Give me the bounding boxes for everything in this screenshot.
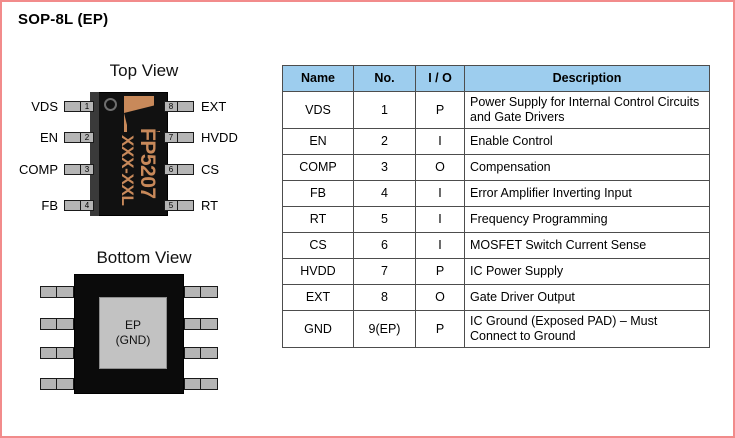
cell-name: FB xyxy=(282,180,354,207)
lead-number-1: 1 xyxy=(81,101,94,112)
cell-name: GND xyxy=(282,310,354,348)
table-row: CS 6 I MOSFET Switch Current Sense xyxy=(282,232,710,259)
bottom-lead-left-4 xyxy=(40,378,74,390)
exposed-pad-label: EP xyxy=(124,318,141,332)
cell-io: O xyxy=(415,154,465,181)
lead-number-5: 5 xyxy=(164,200,177,211)
cell-io: P xyxy=(415,91,465,129)
cell-no: 5 xyxy=(353,206,416,233)
page-title: SOP-8L (EP) xyxy=(18,11,109,28)
column-header-no: No. xyxy=(353,65,416,92)
lead-pin-1: 1 xyxy=(64,101,94,112)
lead-number-4: 4 xyxy=(81,200,94,211)
cell-name: EXT xyxy=(282,284,354,311)
cell-io: I xyxy=(415,232,465,259)
lead-pin-3: 3 xyxy=(64,164,94,175)
bottom-lead-right-2 xyxy=(184,318,218,330)
pin-label-en: EN xyxy=(39,130,58,145)
cell-no: 2 xyxy=(353,128,416,155)
cell-no: 9(EP) xyxy=(353,310,416,348)
cell-name: EN xyxy=(282,128,354,155)
table-row: HVDD 7 P IC Power Supply xyxy=(282,258,710,285)
cell-no: 4 xyxy=(353,180,416,207)
pin-label-cs: CS xyxy=(201,162,220,177)
lead-pin-5: 5 xyxy=(164,200,194,211)
top-view-diagram: Top View FP5207 XXX-XXL 1 2 3 4 VDS xyxy=(2,2,272,232)
bottom-lead-left-1 xyxy=(40,286,74,298)
lead-pin-2: 2 xyxy=(64,132,94,143)
cell-name: VDS xyxy=(282,91,354,129)
cell-name: COMP xyxy=(282,154,354,181)
pin-description-table: Name No. I / O Description VDS 1 P Power… xyxy=(282,65,710,348)
table-body: VDS 1 P Power Supply for Internal Contro… xyxy=(282,91,710,348)
cell-description: MOSFET Switch Current Sense xyxy=(464,232,710,259)
cell-io: I xyxy=(415,206,465,233)
table-row: RT 5 I Frequency Programming xyxy=(282,206,710,233)
cell-no: 8 xyxy=(353,284,416,311)
manufacturer-logo-icon xyxy=(124,96,160,132)
bottom-lead-right-4 xyxy=(184,378,218,390)
column-header-io: I / O xyxy=(415,65,465,92)
cell-description: Frequency Programming xyxy=(464,206,710,233)
column-header-description: Description xyxy=(464,65,710,92)
cell-io: P xyxy=(415,258,465,285)
cell-description: IC Power Supply xyxy=(464,258,710,285)
lead-number-3: 3 xyxy=(81,164,94,175)
exposed-pad: EP (GND) xyxy=(99,297,167,369)
lead-pin-8: 8 xyxy=(164,101,194,112)
cell-io: I xyxy=(415,180,465,207)
table-row: VDS 1 P Power Supply for Internal Contro… xyxy=(282,91,710,129)
lead-number-6: 6 xyxy=(164,164,177,175)
table-row: EXT 8 O Gate Driver Output xyxy=(282,284,710,311)
cell-description: Compensation xyxy=(464,154,710,181)
cell-name: CS xyxy=(282,232,354,259)
cell-name: RT xyxy=(282,206,354,233)
table-row: EN 2 I Enable Control xyxy=(282,128,710,155)
cell-no: 7 xyxy=(353,258,416,285)
pin-label-vds: VDS xyxy=(31,99,58,114)
cell-description: Error Amplifier Inverting Input xyxy=(464,180,710,207)
bottom-view-diagram: Bottom View EP (GND) xyxy=(2,2,272,436)
pin-label-hvdd: HVDD xyxy=(201,130,238,145)
table-row: GND 9(EP) P IC Ground (Exposed PAD) – Mu… xyxy=(282,310,710,348)
cell-description: Enable Control xyxy=(464,128,710,155)
cell-description: Gate Driver Output xyxy=(464,284,710,311)
bottom-view-caption: Bottom View xyxy=(96,248,192,267)
exposed-pad-sublabel: (GND) xyxy=(115,333,151,347)
package-body-bevel xyxy=(90,92,99,216)
pin-label-ext: EXT xyxy=(201,99,227,114)
pin-label-comp: COMP xyxy=(19,162,58,177)
cell-io: P xyxy=(415,310,465,348)
table-row: FB 4 I Error Amplifier Inverting Input xyxy=(282,180,710,207)
pin-label-rt: RT xyxy=(201,198,219,213)
lead-number-2: 2 xyxy=(81,132,94,143)
column-header-name: Name xyxy=(282,65,354,92)
table-header-row: Name No. I / O Description xyxy=(282,65,710,92)
bottom-lead-left-2 xyxy=(40,318,74,330)
cell-no: 3 xyxy=(353,154,416,181)
cell-no: 6 xyxy=(353,232,416,259)
cell-description: IC Ground (Exposed PAD) – Must Connect t… xyxy=(464,310,710,348)
cell-name: HVDD xyxy=(282,258,354,285)
bottom-lead-right-1 xyxy=(184,286,218,298)
lead-number-7: 7 xyxy=(164,132,177,143)
pin-label-fb: FB xyxy=(41,198,58,213)
bottom-lead-right-3 xyxy=(184,347,218,359)
top-view-caption: Top View xyxy=(109,61,179,80)
cell-no: 1 xyxy=(353,91,416,129)
bottom-lead-left-3 xyxy=(40,347,74,359)
lead-number-8: 8 xyxy=(164,101,177,112)
cell-io: I xyxy=(415,128,465,155)
lead-pin-7: 7 xyxy=(164,132,194,143)
lead-pin-4: 4 xyxy=(64,200,94,211)
cell-description: Power Supply for Internal Control Circui… xyxy=(464,91,710,129)
pin1-dot-marker-icon xyxy=(104,98,117,111)
table-row: COMP 3 O Compensation xyxy=(282,154,710,181)
lead-pin-6: 6 xyxy=(164,164,194,175)
cell-io: O xyxy=(415,284,465,311)
